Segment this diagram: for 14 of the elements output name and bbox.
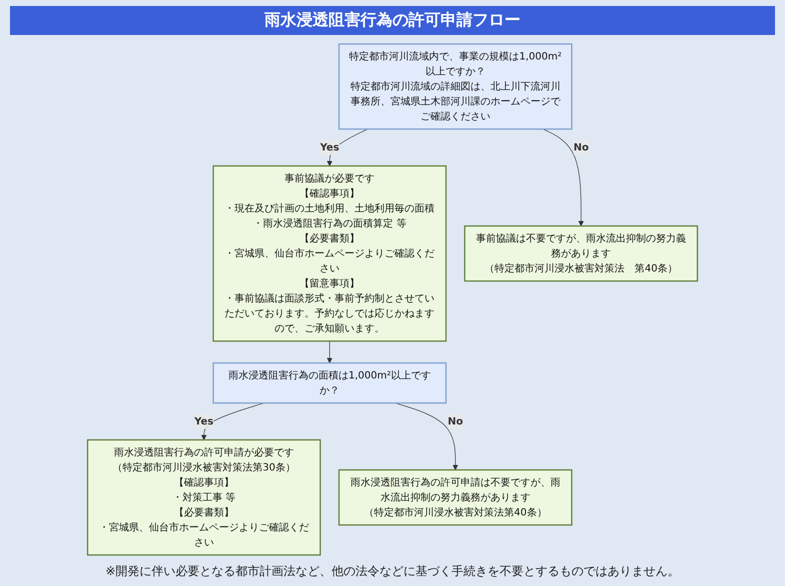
title-banner: 雨水浸透阻害行為の許可申請フロー	[10, 6, 775, 35]
arrow	[326, 340, 332, 364]
edge-label: No	[573, 141, 589, 154]
edge-label: Yes	[194, 415, 214, 428]
node-box: 特定都市河川流域内で、事業の規模は1,000m²以上ですか？ 特定都市河川流域の詳細図は、北上川下流河川事務所、宮城県土木部河川課のホームページでご確認ください	[338, 43, 572, 130]
arrow	[542, 128, 584, 226]
node-box: 雨水浸透阻害行為の許可申請は不要ですが、雨水流出抑制の努力義務があります （特定都市河川浸水被害対策法第40条）	[338, 469, 572, 526]
node-box: 事前協議が必要です 【確認事項】 ・現在及び計画の土地利用、土地利用毎の面積 ・雨水浸透阻害行為の面積算定 等 【必要書類】 ・宮城県、仙台市ホームページよりご確認ください 【留意事項】 ・事前協議は面談形式・事前予約制とさせていただいております。予約なしでは応じかねますので、ご承知願います。	[212, 165, 447, 342]
node-box: 雨水浸透阻害行為の面積は1,000m²以上ですか？	[212, 362, 447, 404]
edge-label: No	[448, 415, 463, 428]
edge-label: Yes	[320, 141, 340, 154]
note-text: ※開発に伴い必要となる都市計画法など、他の法令などに基づく手続きを不要とするものではありません。	[104, 563, 681, 580]
node-box: 事前協議は不要ですが、雨水流出抑制の努力義務があります （特定都市河川浸水被害対策法 第40条）	[464, 225, 698, 282]
node-box: 雨水浸透阻害行為の許可申請が必要です （特定都市河川浸水被害対策法第30条） 【確認事項】 ・対策工事 等 【必要書類】 ・宮城県、仙台市ホームページよりご確認ください	[86, 439, 321, 556]
